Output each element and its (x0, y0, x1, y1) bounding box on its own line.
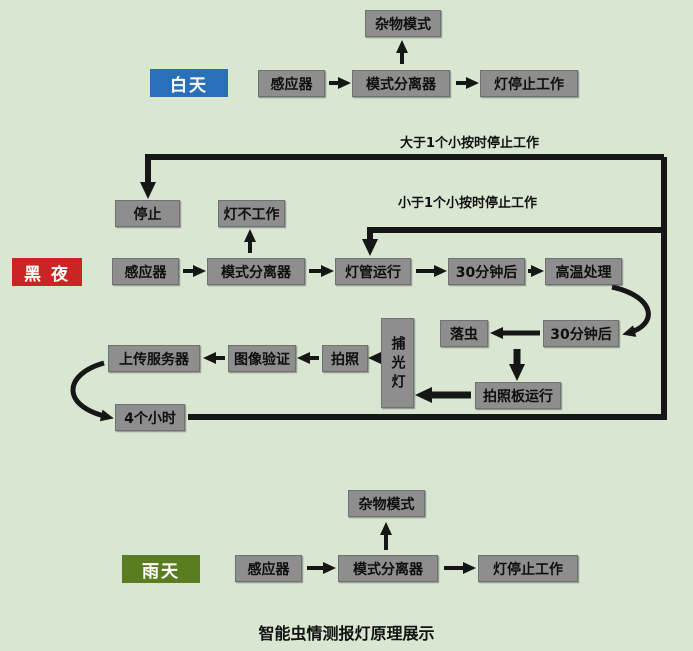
node-day-lamp-stop: 灯停止工作 (480, 70, 578, 97)
node-night-lamp-off: 灯不工作 (218, 200, 285, 227)
node-night-30min-b: 30分钟后 (543, 320, 619, 347)
node-day-debris-mode: 杂物模式 (365, 10, 441, 37)
node-rain-mode-separator: 模式分离器 (338, 555, 438, 582)
arrow-loop-lt1h-to-lamprun (362, 227, 664, 256)
node-night-lamp-run: 灯管运行 (335, 258, 411, 285)
node-rain-debris-mode: 杂物模式 (348, 490, 425, 517)
node-night-4hours: 4个小时 (115, 404, 185, 431)
label-rain: 雨天 (122, 555, 200, 583)
arrow-upload-to-4hours (70, 360, 114, 422)
node-night-photo: 拍照 (322, 345, 368, 372)
node-rain-sensor: 感应器 (235, 555, 302, 582)
label-night: 黑 夜 (12, 258, 82, 286)
node-night-high-temp: 高温处理 (545, 258, 622, 285)
node-night-stop: 停止 (115, 200, 180, 227)
node-night-trap-lamp: 捕光灯 (381, 318, 414, 408)
node-day-mode-separator: 模式分离器 (352, 70, 450, 97)
node-night-drop-insect: 落虫 (440, 320, 488, 347)
node-night-mode-separator: 模式分离器 (207, 258, 305, 285)
node-day-sensor: 感应器 (258, 70, 325, 97)
node-night-photo-board: 拍照板运行 (475, 382, 561, 409)
arrow-loop-gt1h-to-stop (140, 154, 664, 199)
label-day: 白天 (150, 69, 228, 97)
diagram-title: 智能虫情测报灯原理展示 (258, 624, 435, 643)
node-rain-lamp-stop: 灯停止工作 (478, 555, 578, 582)
node-night-30min-a: 30分钟后 (448, 258, 525, 285)
note-greater-than-1h: 大于1个小按时停止工作 (400, 136, 540, 151)
node-night-image-verify: 图像验证 (228, 345, 296, 372)
node-night-sensor: 感应器 (112, 258, 179, 285)
note-less-than-1h: 小于1个小按时停止工作 (398, 196, 538, 211)
node-night-upload-server: 上传服务器 (108, 345, 200, 372)
